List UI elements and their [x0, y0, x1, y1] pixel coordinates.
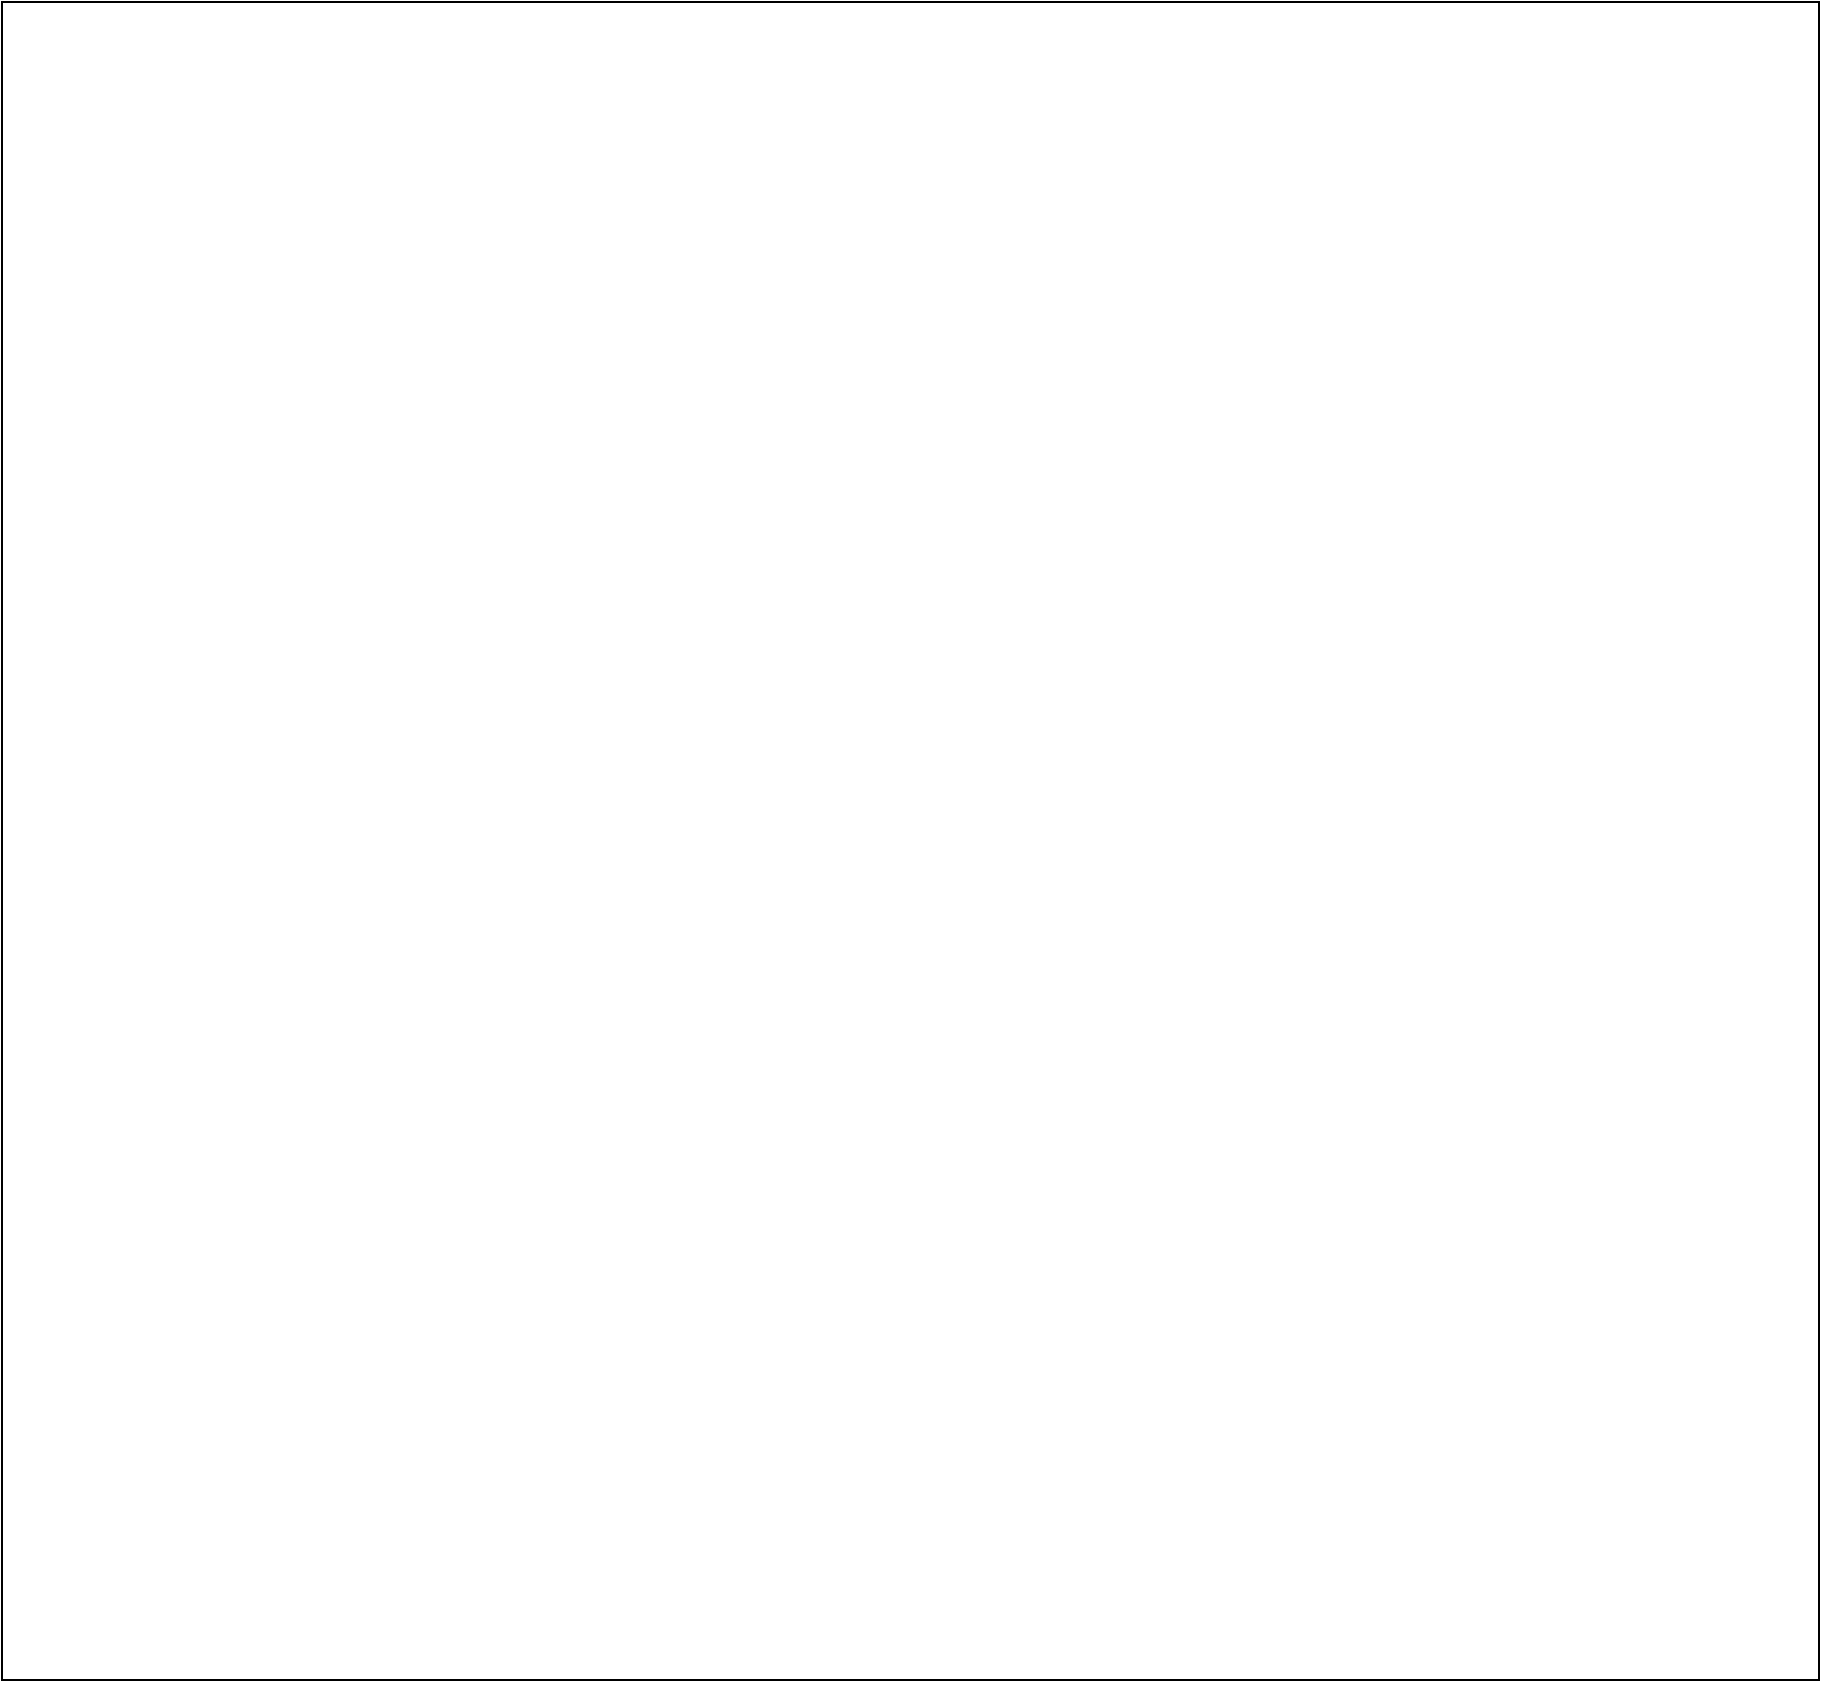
blank-canvas-frame — [1, 1, 1820, 1681]
